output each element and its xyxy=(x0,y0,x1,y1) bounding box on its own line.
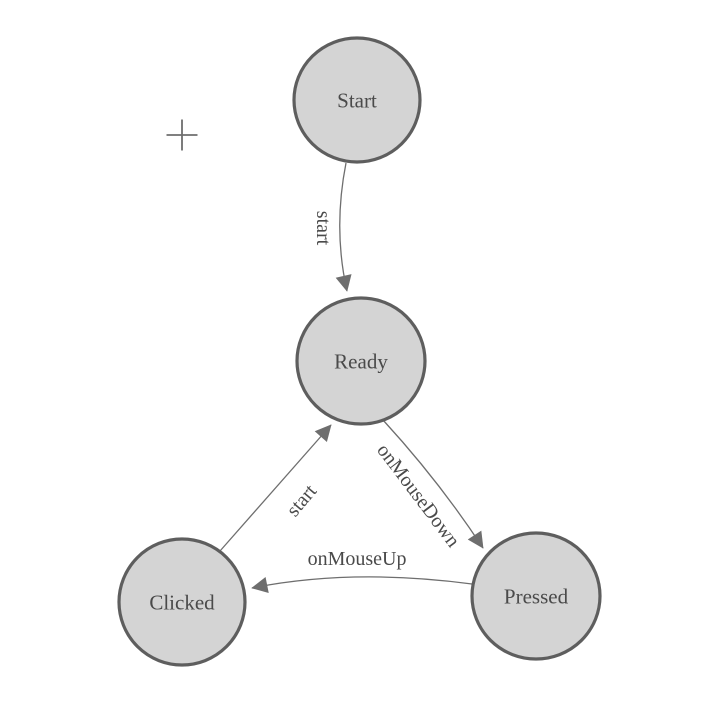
state-label-pressed: Pressed xyxy=(504,584,569,608)
state-node-start[interactable]: Start xyxy=(292,36,422,164)
edge-label-onmousedown: onMouseDown xyxy=(372,440,464,552)
edge-label-start-2: start xyxy=(282,480,321,521)
origin-crosshair-icon xyxy=(166,119,198,151)
state-label-ready: Ready xyxy=(334,349,388,373)
edge-label-start: start xyxy=(312,211,334,246)
state-node-pressed[interactable]: Pressed xyxy=(470,531,602,661)
state-node-clicked[interactable]: Clicked xyxy=(117,537,247,667)
transition-ready-to-pressed[interactable]: onMouseDown xyxy=(372,419,484,552)
state-label-start: Start xyxy=(337,88,377,112)
state-node-ready[interactable]: Ready xyxy=(295,296,427,426)
edge-label-onmouseup: onMouseUp xyxy=(308,548,407,570)
transition-start-to-ready[interactable]: start xyxy=(312,162,352,292)
state-label-clicked: Clicked xyxy=(149,590,215,614)
transition-clicked-to-ready[interactable]: start xyxy=(219,424,332,552)
transition-pressed-to-clicked[interactable]: onMouseUp xyxy=(251,548,473,593)
